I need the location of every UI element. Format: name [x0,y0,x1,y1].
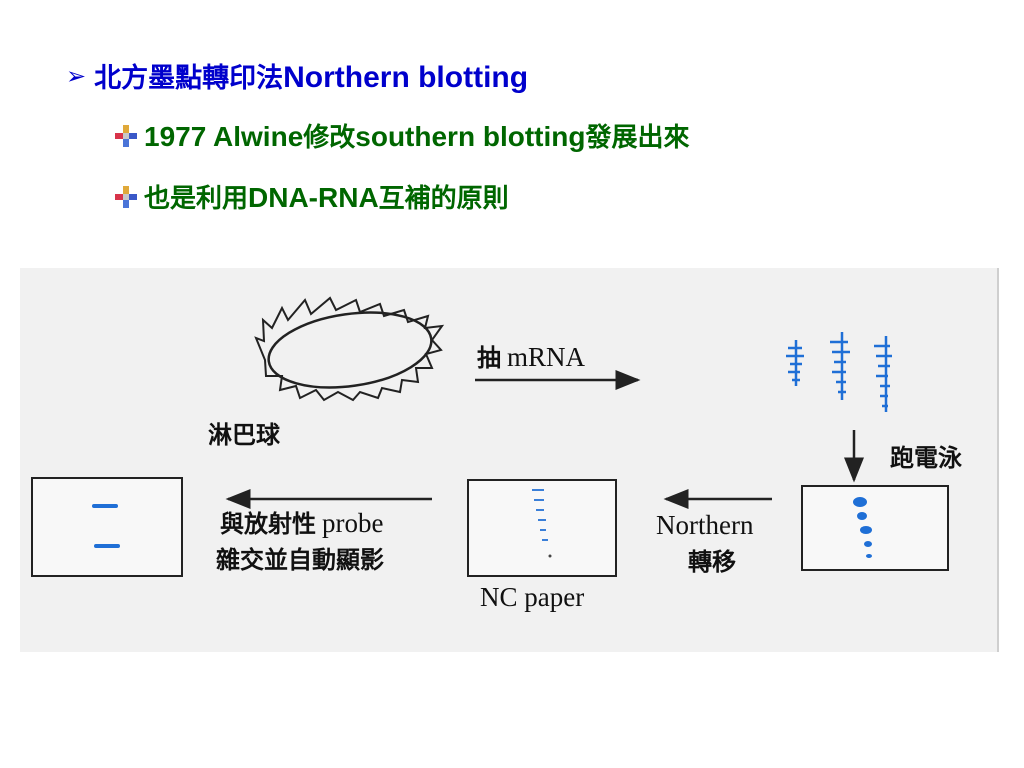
extract-en: mRNA [507,342,586,372]
heading-zh: 北方墨點轉印法 [94,63,284,94]
electrophoresis-label: 跑電泳 [890,443,963,472]
nc-paper-bands [532,489,548,541]
arrow-right-icon: ➢ [66,61,87,90]
bullet-1-seg-4: 發展出來 [585,123,690,153]
mrna-smears [786,332,892,412]
cell-label: 淋巴球 [208,420,281,449]
bullet-1-seg-1: 1977 Alwine [144,121,304,152]
lymphocyte-cell-icon [254,296,445,402]
extract-zh: 抽 [477,343,501,372]
nc-paper-label: NC paper [480,582,584,612]
gel-bands [853,497,872,558]
bullet-2-seg-1: 也是利用 [144,184,249,214]
bullet-2-seg-3: 互補的原則 [378,184,509,214]
bullet-1: 1977 Alwine修改southern blotting發展出來 [114,117,689,154]
transfer-en: Northern [656,510,754,540]
heading-en: Northern blotting [283,61,529,94]
bullet-1-seg-3: southern blotting [355,121,586,152]
nc-paper-box [467,479,617,577]
bullet-1-text: 1977 Alwine修改southern blotting發展出來 [144,117,689,154]
bullet-1-seg-2: 修改 [303,123,356,153]
nc-paper-dot [548,554,552,558]
autoradiograph-box [31,477,183,577]
probe-line-1-en: probe [322,508,383,538]
autoradiograph-bands [92,504,120,548]
transfer-zh: 轉移 [688,547,736,576]
bullet-icon [115,185,137,208]
heading-text: 北方墨點轉印法Northern blotting [94,56,528,95]
bullet-icon [115,124,137,147]
bullet-2-seg-2: DNA-RNA [248,182,379,213]
bullet-2-text: 也是利用DNA-RNA互補的原則 [144,178,509,215]
bullet-2: 也是利用DNA-RNA互補的原則 [114,178,509,215]
probe-line-2: 雜交並自動顯影 [216,545,384,574]
gel-box [801,485,949,571]
slide-heading: ➢ 北方墨點轉印法Northern blotting [66,56,528,95]
probe-line-1-zh: 與放射性 [220,509,316,538]
